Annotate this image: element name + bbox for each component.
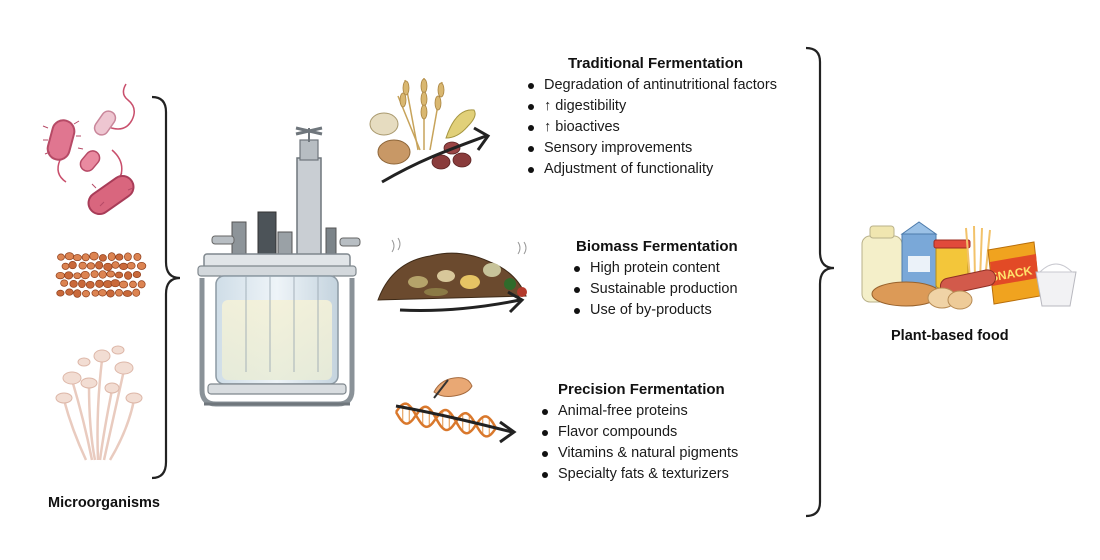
list-item: Adjustment of functionality	[524, 159, 777, 180]
precision-arrow-head	[499, 420, 517, 444]
list-item: Use of by-products	[570, 300, 738, 321]
plant-based-brace	[805, 46, 835, 518]
precision-fermentation-title: Precision Fermentation	[558, 381, 725, 398]
biomass-arrow-head	[507, 290, 525, 314]
microorganisms-label: Microorganisms	[48, 495, 160, 511]
fungi-icon	[55, 345, 143, 461]
traditional-arrow	[381, 134, 487, 184]
traditional-fermentation-list: Degradation of antinutritional factors ↑…	[524, 75, 777, 180]
list-item: Specialty fats & texturizers	[538, 464, 738, 485]
yeast-icon	[55, 251, 147, 298]
grains-legumes-icon	[369, 78, 476, 170]
bacteria-icon	[42, 83, 135, 216]
microorganisms-brace	[151, 95, 181, 480]
plant-based-food-label: Plant-based food	[891, 328, 1009, 344]
list-item: Degradation of antinutritional factors	[524, 75, 777, 96]
bioreactor-icon	[197, 126, 361, 407]
list-item: Vitamins & natural pigments	[538, 443, 738, 464]
traditional-fermentation-title: Traditional Fermentation	[568, 55, 744, 72]
traditional-fermentation-section: Traditional Fermentation Degradation of …	[524, 55, 777, 180]
biomass-fermentation-title: Biomass Fermentation	[576, 238, 738, 255]
list-item: Flavor compounds	[538, 422, 738, 443]
biomass-fermentation-list: High protein content Sustainable product…	[570, 258, 738, 321]
list-item: Sustainable production	[570, 279, 738, 300]
list-item: High protein content	[570, 258, 738, 279]
biomass-fermentation-section: Biomass Fermentation High protein conten…	[570, 238, 738, 321]
traditional-arrow-head	[473, 126, 491, 151]
biomass-arrow	[399, 298, 521, 313]
hand-pen-icon	[433, 377, 473, 399]
plant-based-food-icon: SNACK	[861, 221, 1077, 310]
list-item: ↑ bioactives	[524, 117, 777, 138]
list-item: Sensory improvements	[524, 138, 777, 159]
precision-arrow	[395, 404, 513, 434]
precision-fermentation-list: Animal-free proteins Flavor compounds Vi…	[538, 401, 738, 485]
compost-biomass-icon	[377, 237, 527, 301]
list-item: ↑ digestibility	[524, 96, 777, 117]
list-item: Animal-free proteins	[538, 401, 738, 422]
precision-fermentation-section: Precision Fermentation Animal-free prote…	[538, 381, 738, 485]
